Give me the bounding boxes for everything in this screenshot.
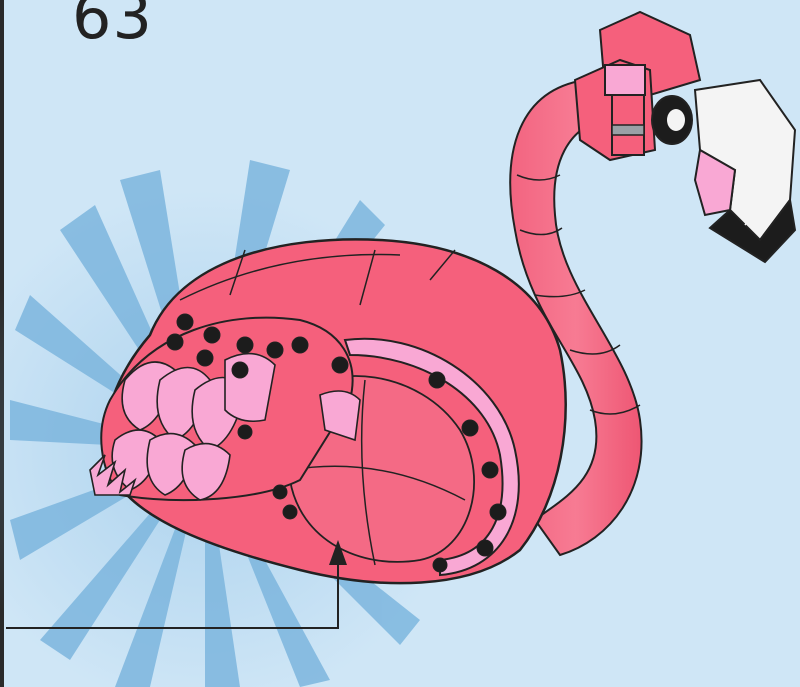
flamingo-head <box>575 12 795 262</box>
